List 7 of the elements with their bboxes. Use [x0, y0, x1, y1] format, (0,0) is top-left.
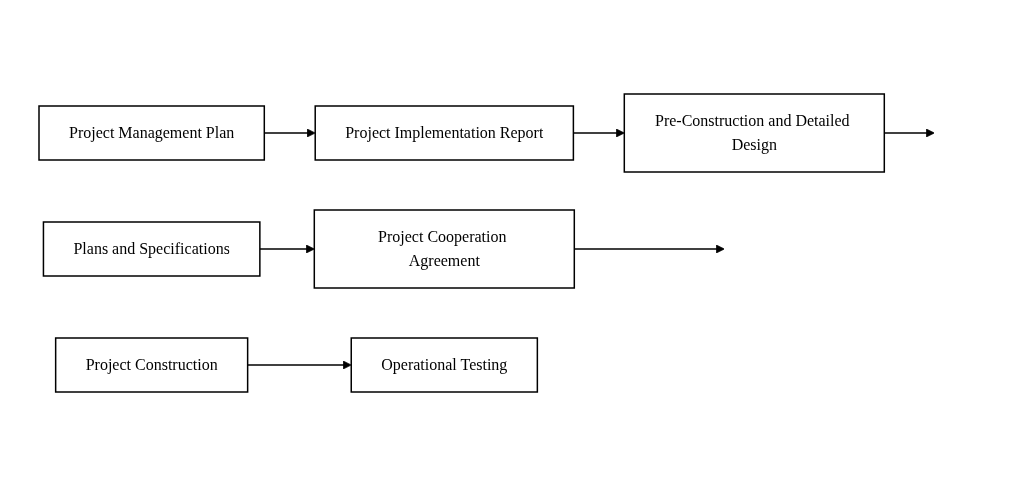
node-box: Operational Testing — [350, 337, 538, 393]
node-box: Pre-Construction and Detailed Design — [623, 93, 885, 173]
node-box: Project Cooperation Agreement — [313, 209, 575, 289]
node-box: Project Management Plan — [38, 105, 265, 161]
node-box: Project Implementation Report — [314, 105, 574, 161]
node-box: Plans and Specifications — [42, 221, 261, 277]
node-box: Project Construction — [54, 337, 249, 393]
